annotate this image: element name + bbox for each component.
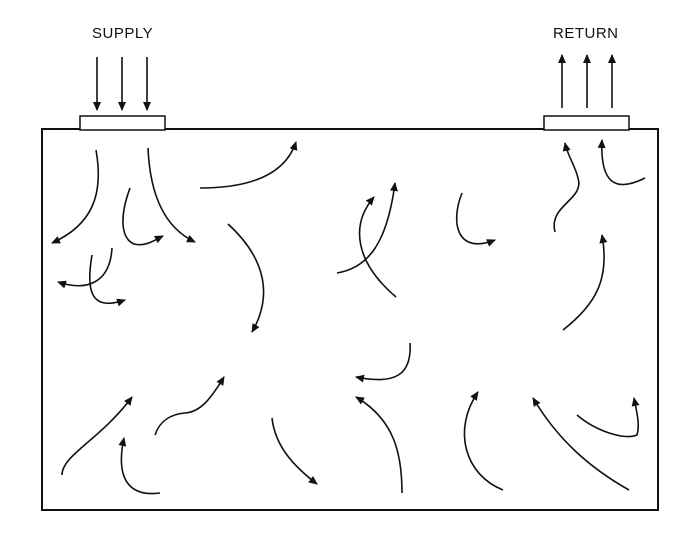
airflow-arrow [336,182,398,274]
airflow-arrow [455,192,496,247]
airflow-arrow [199,141,298,189]
airflow-arrow [355,342,411,383]
supply-label: SUPPLY [92,25,154,42]
airflow-arrow [463,391,504,491]
airflow-arrow [355,396,403,494]
airflow-arrow [88,254,126,307]
supply-diffuser [79,115,166,131]
return-label: RETURN [553,25,619,42]
airflow-arrow [597,139,646,186]
room-outline [41,128,659,511]
airflow-arrow [532,397,630,491]
airflow-arrow [553,142,580,233]
airflow-arrow [51,149,100,244]
airflow-arrow [118,437,161,495]
return-grille [543,115,630,131]
airflow-arrow [358,196,397,298]
airflow-arrow [227,223,265,333]
airflow-arrow [271,417,318,485]
airflow-arrow [562,234,608,331]
airflow-arrow [576,397,640,438]
airflow-arrow [122,187,164,246]
airflow-arrow [57,247,113,289]
airflow-arrow [147,147,196,243]
airflow-arrow [61,396,133,476]
airflow-arrow [154,376,225,436]
